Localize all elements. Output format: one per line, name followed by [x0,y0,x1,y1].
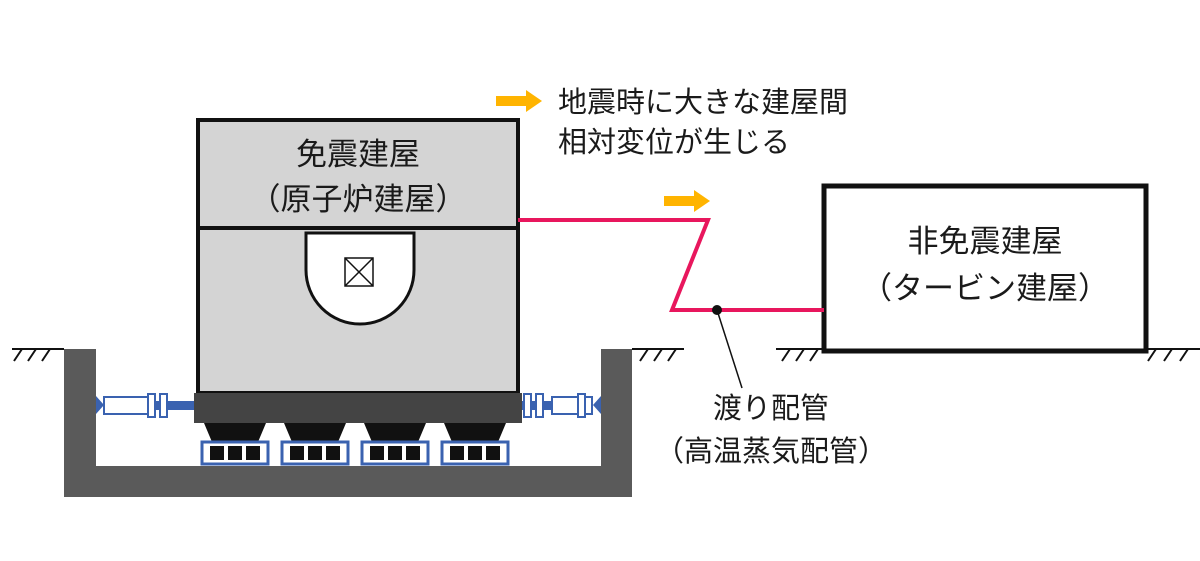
isolation-bearings [200,423,510,466]
foundation-pit [64,349,632,497]
ground-surface-left [12,348,64,362]
isolated-building-label-line2: （原子炉建屋） [250,182,467,218]
pipe-label-line2: （高温蒸気配管） [655,434,887,468]
isolated-building-upper [196,118,520,230]
connecting-pipe [518,218,824,312]
reactor-core-icon [344,257,374,287]
isolation-bearing [200,423,270,466]
isolated-building-label-line1: 免震建屋 [296,137,420,173]
oil-damper-left [96,393,194,418]
legend-text-line2: 相対変位が生じる [558,125,790,159]
non-isolated-building-label-line2: （タービン建屋） [861,271,1109,307]
base-slab [194,393,522,423]
isolation-bearing [360,423,430,466]
displacement-arrow-pipe [664,190,710,212]
legend-text-line1: 地震時に大きな建屋間 [558,85,848,119]
pipe-callout-line [716,309,743,389]
reactor-vessel [304,231,416,326]
oil-damper-right [522,393,601,418]
non-isolated-building [821,183,1149,354]
isolation-bearing [440,423,510,466]
isolation-bearing [280,423,350,466]
ground-surface-right [1140,348,1200,362]
displacement-arrow-legend [496,90,542,112]
pipe-label-line1: 渡り配管 [713,391,829,425]
non-isolated-building-label-line1: 非免震建屋 [908,224,1063,260]
